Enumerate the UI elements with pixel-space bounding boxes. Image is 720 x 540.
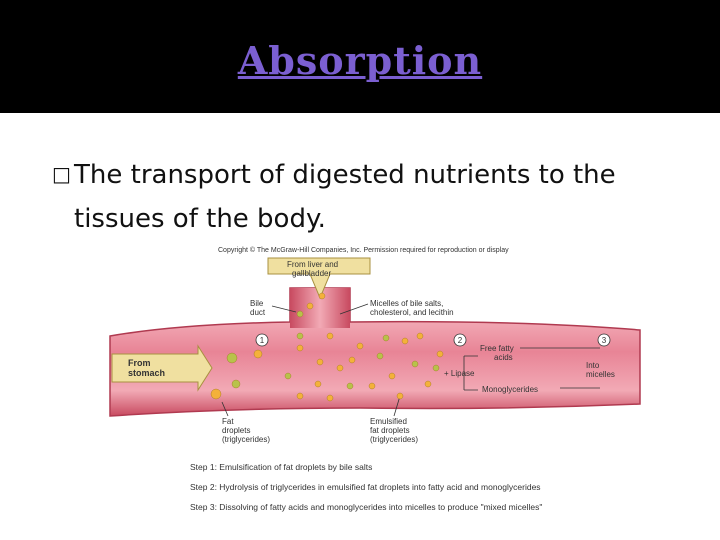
droplet-dot — [296, 310, 304, 318]
droplet-dot — [416, 332, 424, 340]
droplet-dot — [382, 334, 390, 342]
liver-arrow — [267, 257, 371, 300]
droplet-dot — [436, 350, 444, 358]
micelles-pointer — [339, 303, 369, 315]
bullet-line-2: tissues of the body. — [74, 204, 326, 234]
bile-pointer — [271, 305, 297, 313]
bullet-point: □The transport of digested nutrients to … — [52, 152, 672, 241]
micelles-label-1: Micelles of bile salts, — [370, 299, 443, 308]
duct-label: duct — [250, 308, 266, 317]
step-2-text: Step 2: Hydrolysis of triglycerides in e… — [190, 482, 541, 492]
copyright-text: Copyright © The McGraw-Hill Companies, I… — [218, 246, 509, 254]
step-marker-3: 3 — [597, 333, 611, 347]
acids-label: acids — [494, 353, 513, 362]
monoglycerides-label: Monoglycerides — [482, 385, 538, 394]
droplet-dot — [401, 337, 409, 345]
fat-pointer — [221, 401, 229, 417]
title-bar: Absorption — [0, 0, 720, 113]
fat-droplets-label: fat droplets — [370, 426, 410, 435]
droplet-dot — [424, 380, 432, 388]
droplet-dot — [296, 332, 304, 340]
fat-droplets-group — [210, 292, 444, 402]
step-marker-2: 2 — [453, 333, 467, 347]
droplet-dot — [376, 352, 384, 360]
droplet-dot — [432, 364, 440, 372]
step-marker-2-label: 2 — [458, 336, 463, 345]
droplet-dot — [368, 382, 376, 390]
bullet-text-1: The transport of digested nutrients to t… — [74, 160, 616, 190]
bullet-line-1: □The transport of digested nutrients to … — [52, 152, 672, 197]
droplet-dot — [318, 292, 326, 300]
micelles-label-2: cholesterol, and lecithin — [370, 308, 454, 317]
stomach-arrow — [111, 344, 213, 392]
droplet-dot — [326, 332, 334, 340]
intestine-vessel — [109, 287, 641, 417]
droplet-dot — [284, 372, 292, 380]
step-marker-1: 1 — [255, 333, 269, 347]
step-3-text: Step 3: Dissolving of fatty acids and mo… — [190, 502, 542, 512]
droplet-dot — [396, 392, 404, 400]
triglycerides-label-2: (triglycerides) — [370, 435, 418, 444]
fat-label: Fat — [222, 417, 234, 426]
droplet-dot — [306, 302, 314, 310]
lipase-label: + Lipase — [444, 369, 475, 378]
step-marker-3-label: 3 — [602, 336, 607, 345]
droplet-dot — [231, 379, 241, 389]
absorption-diagram: Copyright © The McGraw-Hill Companies, I… — [109, 246, 641, 512]
lipase-bracket — [463, 355, 478, 391]
slide-title: Absorption — [237, 38, 483, 83]
triglycerides-label: (triglycerides) — [222, 435, 270, 444]
droplet-dot — [411, 360, 419, 368]
droplet-dot — [296, 344, 304, 352]
from-label: From — [128, 358, 151, 368]
free-fatty-label: Free fatty — [480, 344, 514, 353]
micelles-word-label: micelles — [586, 370, 615, 379]
bile-label: Bile — [250, 299, 264, 308]
into-label: Into — [586, 361, 600, 370]
stomach-label: stomach — [128, 368, 165, 378]
droplet-dot — [336, 364, 344, 372]
from-liver-label: From liver and — [287, 260, 338, 269]
droplet-dot — [326, 394, 334, 402]
emulsified-label: Emulsified — [370, 417, 407, 426]
droplet-dot — [314, 380, 322, 388]
droplet-dot — [356, 342, 364, 350]
droplet-dot — [316, 358, 324, 366]
step-1-text: Step 1: Emulsification of fat droplets b… — [190, 462, 372, 472]
emulsified-pointer — [393, 395, 401, 417]
droplet-dot — [210, 388, 222, 400]
bullet-icon: □ — [52, 162, 71, 186]
droplet-dot — [388, 372, 396, 380]
step-marker-1-label: 1 — [260, 336, 265, 345]
droplets-label: droplets — [222, 426, 250, 435]
droplet-dot — [348, 356, 356, 364]
droplet-dot — [346, 382, 354, 390]
droplet-dot — [296, 392, 304, 400]
gallbladder-label: gallbladder — [292, 269, 331, 278]
droplet-dot — [253, 349, 263, 359]
droplet-dot — [226, 352, 238, 364]
